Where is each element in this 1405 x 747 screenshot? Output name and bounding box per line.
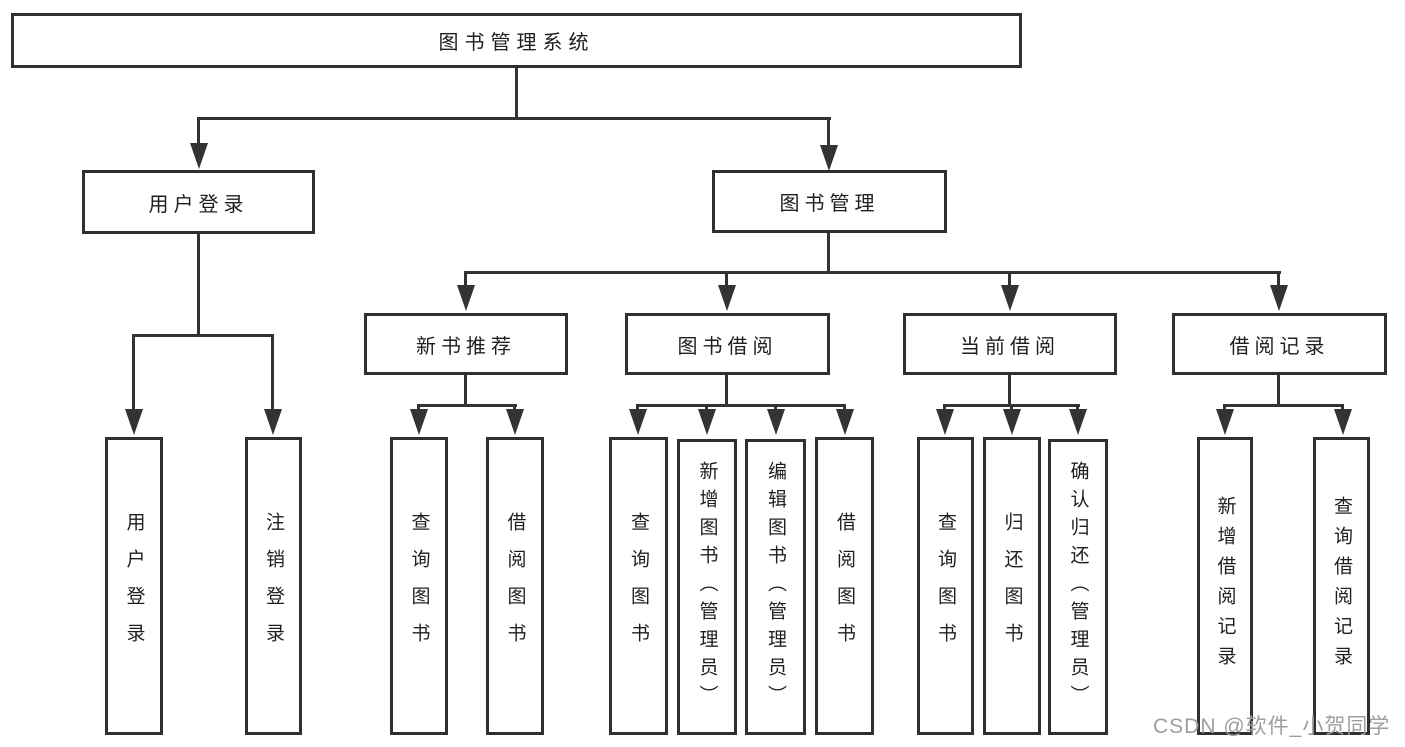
node-new-book-recommend: 新书推荐 [364, 313, 568, 375]
leaf-label: 查询借阅记录 [1331, 496, 1352, 676]
arrow-down [698, 409, 716, 435]
leaf-label: 查询图书 [628, 512, 649, 660]
connector-user-login-stem [197, 234, 200, 337]
leaf-confirm-return-admin: 确认归还（管理员） [1048, 439, 1108, 735]
leaf-label: 查询图书 [935, 512, 956, 660]
connector-drop [132, 334, 135, 411]
arrow-down [410, 409, 428, 435]
arrow-down [820, 145, 838, 171]
arrow-down [1069, 409, 1087, 435]
leaf-borrow-books-recommend: 借阅图书 [486, 437, 544, 735]
connector-drop [464, 271, 467, 287]
connector-drop [1223, 404, 1226, 412]
watermark: CSDN @软件_小贺同学 [1153, 715, 1391, 738]
arrow-down [457, 285, 475, 311]
node-root-label: 图书管理系统 [438, 32, 595, 54]
arrow-down [1001, 285, 1019, 311]
connector-level3-horizontal [464, 271, 1281, 274]
connector-drop [271, 334, 274, 411]
connector-drop [1076, 404, 1079, 412]
arrow-down [767, 409, 785, 435]
arrow-down [629, 409, 647, 435]
leaf-add-books-admin: 新增图书（管理员） [677, 439, 737, 735]
leaf-label: 借阅图书 [504, 512, 526, 660]
leaf-label: 新增借阅记录 [1214, 496, 1236, 676]
node-label: 当前借阅 [960, 335, 1060, 358]
node-user-login: 用户登录 [82, 170, 315, 234]
leaf-label: 用户登录 [123, 512, 145, 660]
node-book-management: 图书管理 [712, 170, 947, 233]
connector-stem [464, 375, 467, 407]
connector-book-mgmt-stem [827, 233, 830, 274]
connector-drop [843, 404, 846, 412]
connector-drop [943, 404, 946, 412]
connector-drop [417, 404, 420, 412]
arrow-down [1334, 409, 1352, 435]
leaf-query-books-borrow: 查询图书 [609, 437, 668, 735]
connector-drop [1008, 271, 1011, 287]
node-book-borrow: 图书借阅 [625, 313, 830, 375]
arrow-down [190, 143, 208, 169]
connector-user-group-horizontal [132, 334, 274, 337]
leaf-label: 归还图书 [1001, 512, 1023, 660]
leaf-label: 编辑图书（管理员） [765, 461, 786, 713]
connector-drop [705, 404, 708, 412]
connector-group-horizontal [1223, 404, 1344, 407]
arrow-down [836, 409, 854, 435]
leaf-query-books-current: 查询图书 [917, 437, 974, 735]
arrow-down [125, 409, 143, 435]
connector-drop [774, 404, 777, 412]
leaf-query-books-recommend: 查询图书 [390, 437, 448, 735]
connector-root-stem [515, 68, 518, 118]
node-label: 新书推荐 [416, 335, 516, 358]
arrow-down [718, 285, 736, 311]
connector-group-horizontal [636, 404, 846, 407]
node-label: 图书管理 [779, 193, 880, 215]
node-label: 图书借阅 [677, 335, 778, 358]
connector-drop [1010, 404, 1013, 412]
node-label: 借阅记录 [1229, 335, 1330, 358]
leaf-borrow-books: 借阅图书 [815, 437, 874, 735]
connector-user-login-drop [197, 117, 200, 144]
arrow-down [1216, 409, 1234, 435]
connector-book-mgmt-drop [827, 117, 830, 146]
leaf-label: 注销登录 [263, 512, 284, 660]
leaf-label: 借阅图书 [834, 512, 855, 660]
connector-group-horizontal [417, 404, 517, 407]
arrow-down [936, 409, 954, 435]
connector-level2-horizontal [197, 117, 831, 120]
connector-stem [725, 375, 728, 407]
connector-drop [513, 404, 516, 412]
leaf-user-login: 用户登录 [105, 437, 163, 735]
connector-drop [725, 271, 728, 287]
leaf-return-books: 归还图书 [983, 437, 1041, 735]
arrow-down [1270, 285, 1288, 311]
leaf-label: 确认归还（管理员） [1067, 461, 1089, 713]
leaf-label: 查询图书 [408, 512, 430, 660]
arrow-down [264, 409, 282, 435]
arrow-down [506, 409, 524, 435]
node-borrow-records: 借阅记录 [1172, 313, 1387, 375]
leaf-add-borrow-record: 新增借阅记录 [1197, 437, 1253, 735]
leaf-query-borrow-record: 查询借阅记录 [1313, 437, 1370, 735]
node-label: 用户登录 [148, 193, 249, 216]
connector-drop [1341, 404, 1344, 412]
arrow-down [1003, 409, 1021, 435]
connector-drop [636, 404, 639, 412]
leaf-label: 新增图书（管理员） [696, 461, 718, 713]
connector-stem [1008, 375, 1011, 407]
node-root: 图书管理系统 [11, 13, 1022, 68]
connector-stem [1277, 375, 1280, 407]
node-current-borrow: 当前借阅 [903, 313, 1117, 375]
connector-drop [1277, 271, 1280, 287]
leaf-logout: 注销登录 [245, 437, 302, 735]
leaf-edit-books-admin: 编辑图书（管理员） [745, 439, 806, 735]
